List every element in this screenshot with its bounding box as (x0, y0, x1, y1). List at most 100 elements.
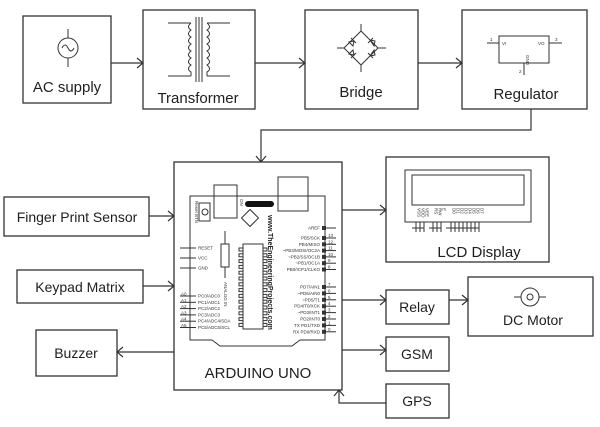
analog-pin-label: PC4/ADC4/SDA (198, 319, 231, 324)
chip-pin (238, 264, 244, 269)
keypad-matrix-label: Keypad Matrix (35, 279, 124, 295)
digital-pin-label: ~PD5/T1 (302, 297, 320, 302)
connector-ac-to-transformer (111, 57, 144, 69)
chip-pin (238, 270, 244, 275)
lcd-pin-label: VDD (421, 208, 426, 218)
digital-pin-label: PB4/MISO (299, 242, 321, 247)
arduino-board-icon: Reset BTN ON www.TheEngineeringProjects.… (180, 176, 336, 347)
arduino-uno-block: Reset BTN ON www.TheEngineeringProjects.… (173, 161, 343, 391)
digital-pin-number: 8 (328, 265, 331, 270)
analog-pin-number: A2 (181, 304, 187, 309)
chip-pin (262, 288, 268, 293)
regulator-pin-vi: VI (502, 41, 506, 46)
gsm-label: GSM (401, 346, 433, 362)
header-pin (322, 329, 326, 334)
lcd-pin-label: D1 (456, 208, 461, 214)
digital-pin-number: 11 (328, 246, 333, 251)
arduino-uno-label: ARDUINO UNO (205, 365, 312, 382)
digital-pin-number: 4 (328, 301, 331, 306)
chip-pin (262, 270, 268, 275)
watermark-text: www.TheEngineeringProjects.com (266, 214, 273, 330)
transformer-label: Transformer (157, 90, 238, 107)
reset-button-label: Reset BTN (194, 201, 199, 223)
connector-arduino-to-lcd (342, 204, 387, 216)
digital-pin-number: 3 (328, 308, 331, 313)
header-pin (322, 297, 326, 302)
analog-pin-number: A4 (181, 317, 187, 322)
keypad-matrix-block: Keypad Matrix (16, 269, 144, 304)
digital-pin-number: 5 (328, 295, 331, 300)
ac-source-icon (57, 29, 79, 67)
digital-pin-label: RX PD0/RXD (293, 329, 321, 334)
lcd-pin-label: D7 (480, 208, 485, 214)
chip-pin (262, 276, 268, 281)
gps-block: GPS (385, 383, 450, 419)
regulator-pin-vo: VO (538, 41, 545, 46)
bridge-block: Bridge (304, 9, 419, 110)
digital-pin-label: AREF (308, 226, 320, 231)
chip-pin (262, 253, 268, 258)
connector-arduino-to-buzzer (116, 346, 174, 358)
digital-pin-number: 12 (328, 239, 334, 244)
chip-pin (238, 276, 244, 281)
analog-pin-label: PC0/ADC0 (198, 294, 221, 299)
regulator-pin-1: 1 (490, 37, 493, 42)
analog-pin-label: PC3/ADC3 (198, 312, 221, 317)
digital-pin-label: ~PB2/SS/OC1B (288, 254, 320, 259)
regulator-pin-3: 3 (555, 37, 558, 42)
relay-block: Relay (385, 289, 450, 325)
gps-label: GPS (402, 393, 432, 409)
header-pin (322, 226, 326, 230)
analog-in-label: ANALOG IN (223, 282, 228, 307)
chip-pin (238, 253, 244, 258)
analog-pin-number: A0 (181, 292, 187, 297)
chip-pin (238, 322, 244, 327)
chip-pin (238, 288, 244, 293)
regulator-block: VI VO GND 1 3 2 Regulator (461, 9, 588, 110)
header-pin (322, 304, 326, 309)
header-pin (322, 248, 326, 253)
voltage-regulator-icon: VI VO GND 1 3 2 (487, 35, 562, 75)
connector-fingerprint-to-arduino (149, 210, 175, 222)
chip-pin (262, 322, 268, 327)
lcd-display-label: LCD Display (437, 244, 521, 261)
connector-relay-to-motor (449, 294, 469, 306)
chip-pin (262, 282, 268, 287)
chip-pin (238, 282, 244, 287)
chip-pin (262, 317, 268, 322)
header-pin (322, 267, 326, 272)
chip-pin (262, 311, 268, 316)
header-pin (322, 317, 326, 321)
regulator-pin-2: 2 (519, 69, 522, 74)
chip-pin (238, 293, 244, 298)
left-pin-label: VCC (198, 256, 208, 261)
lcd-pin-label: D3 (464, 208, 469, 214)
regulator-pin-gnd: GND (525, 55, 530, 66)
digital-pin-label: PD7/AIN1 (300, 285, 321, 290)
header-pin (322, 323, 326, 328)
connector-arduino-to-relay (342, 294, 387, 306)
digital-pin-number: 7 (328, 282, 331, 287)
lcd-pin-label: D6 (476, 208, 481, 214)
connector-gps-to-arduino (333, 389, 386, 404)
fingerprint-sensor-label: Finger Print Sensor (17, 209, 138, 225)
dc-motor-block: DC Motor (467, 276, 594, 337)
header-pin (322, 285, 326, 289)
transformer-block: Transformer (142, 9, 256, 110)
buzzer-block: Buzzer (35, 329, 118, 377)
regulator-label: Regulator (493, 86, 558, 103)
buzzer-label: Buzzer (54, 345, 98, 361)
chip-pin (262, 305, 268, 310)
lcd-pin-label: VSS (417, 208, 422, 217)
digital-pin-number: 13 (328, 233, 334, 238)
bridge-rectifier-icon (337, 24, 386, 72)
digital-pin-label: ~PD6/AIN0 (297, 291, 320, 296)
chip-pin (238, 247, 244, 252)
digital-pin-label: PD2/INT0 (300, 317, 320, 322)
connector-keypad-to-arduino (143, 280, 175, 292)
analog-pin-label: PC2/ADC2 (198, 306, 221, 311)
